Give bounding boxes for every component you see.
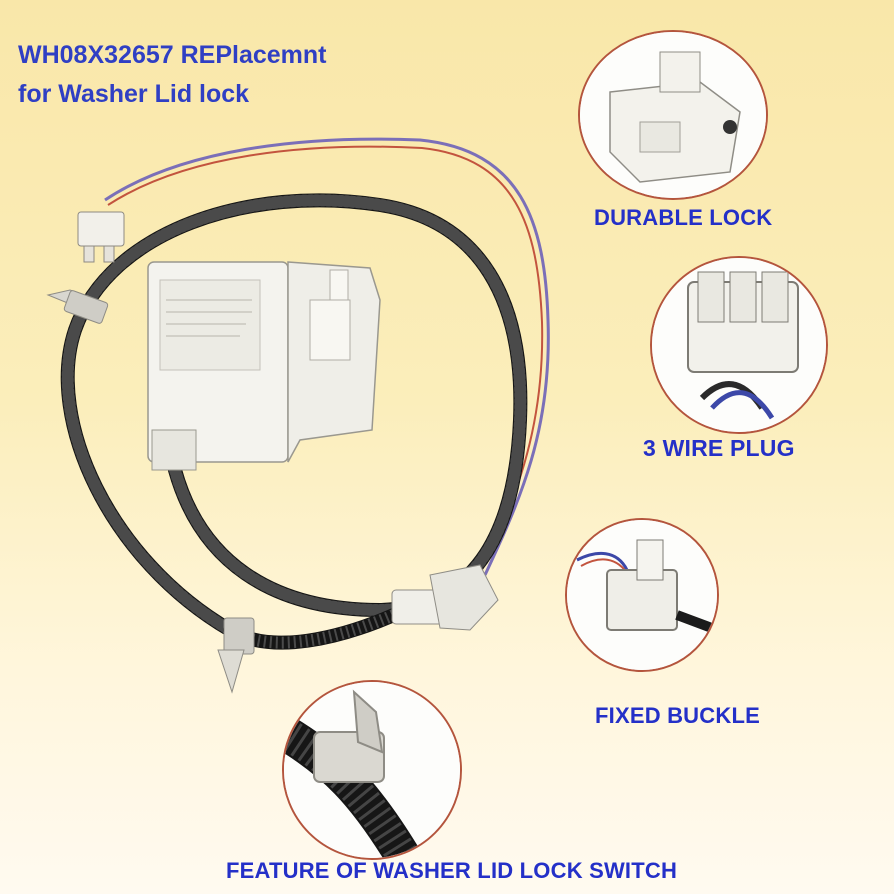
durable-lock-caption: DURABLE LOCK: [594, 205, 773, 230]
durable-lock-callout-image: [578, 30, 768, 200]
wire-plug-callout-image: [650, 256, 828, 434]
cable-clip-bottom: [217, 617, 255, 694]
clip-feature-callout-image: [282, 680, 462, 860]
wire-plug-caption: 3 WIRE PLUG: [643, 435, 795, 461]
lock-closeup: [580, 32, 766, 198]
product-title-line-1: WH08X32657 REPlacemnt: [18, 41, 327, 69]
product-title: WH08X32657 REPlacemnt for Washer Lid loc…: [18, 36, 478, 114]
buckle-closeup: [567, 520, 717, 670]
thin-wire-bundle: [104, 137, 550, 576]
three-wire-connector: [77, 211, 125, 263]
lid-switch: [391, 564, 499, 631]
product-title-line-2: for Washer Lid lock: [18, 79, 250, 108]
fixed-buckle-caption: FIXED BUCKLE: [595, 703, 760, 728]
clip-closeup: [284, 682, 460, 858]
cable-clip-left: [46, 289, 109, 324]
feature-caption: FEATURE OF WASHER LID LOCK SWITCH: [226, 858, 678, 883]
lid-lock-body: [147, 261, 381, 471]
fixed-buckle-callout-image: [565, 518, 719, 672]
plug-closeup: [652, 258, 826, 432]
